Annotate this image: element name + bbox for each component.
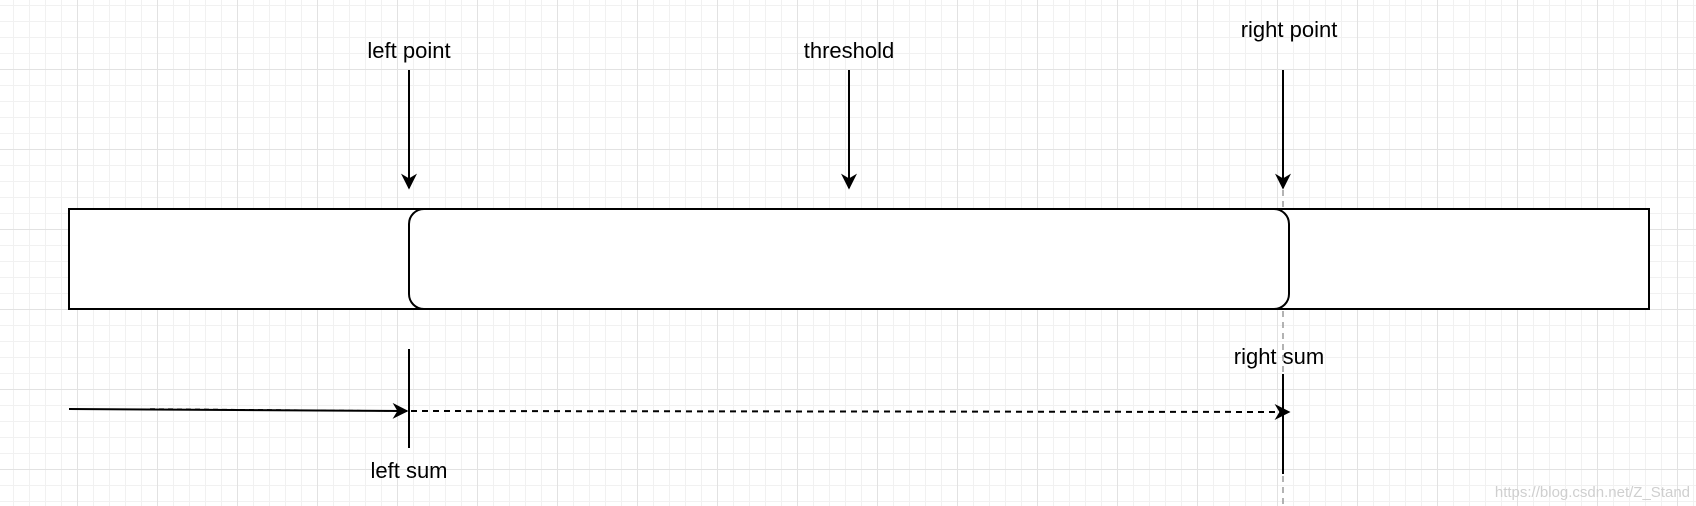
left-sum-arrow <box>68 402 409 419</box>
threshold-label: threshold <box>804 38 895 63</box>
right-point-label: right point <box>1241 17 1338 42</box>
right-sum-label: right sum <box>1234 344 1324 369</box>
left-sum-label: left sum <box>370 458 447 483</box>
left-sum-dashed-overlay <box>149 408 401 412</box>
window-range <box>408 208 1290 310</box>
right-sum-arrow <box>410 403 1291 420</box>
watermark-text: https://blog.csdn.net/Z_Stand <box>1495 484 1690 501</box>
left-point-label: left point <box>367 38 450 63</box>
